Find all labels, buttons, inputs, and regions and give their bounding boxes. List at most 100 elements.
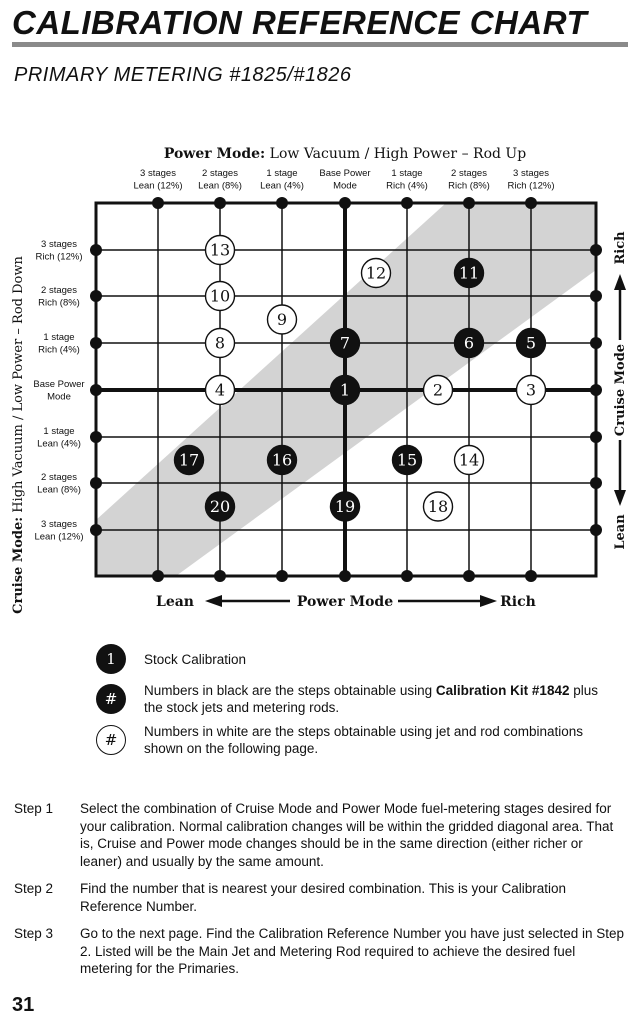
- page-subtitle: PRIMARY METERING #1825/#1826: [14, 64, 352, 86]
- grid-dot: [90, 290, 102, 302]
- legend-white-row: # Numbers in white are the steps obtaina…: [96, 723, 614, 757]
- grid-dot: [590, 244, 602, 256]
- grid-dot: [214, 570, 226, 582]
- axis-lean-label: Lean: [156, 594, 194, 610]
- legend-black-text: Numbers in black are the steps obtainabl…: [144, 682, 614, 716]
- grid-dot: [590, 477, 602, 489]
- calibration-point-label: 18: [428, 497, 448, 516]
- calibration-point-circle: [173, 444, 205, 476]
- calibration-point-label: 3: [526, 381, 536, 400]
- calibration-point-circle: [422, 374, 454, 406]
- calibration-point-circle: [453, 257, 485, 289]
- calibration-point-circle: [204, 280, 236, 312]
- legend-kit-name: Calibration Kit #1842: [435, 683, 570, 698]
- calibration-point-20: 20: [204, 491, 236, 522]
- power-mode-top-label: Power Mode: Low Vacuum / High Power – Ro…: [164, 146, 526, 162]
- step-label: Step 2: [14, 881, 54, 896]
- grid-dot: [339, 570, 351, 582]
- step-text: Find the number that is nearest your des…: [80, 881, 566, 914]
- arrow-left-icon: [205, 595, 222, 607]
- calibration-point-label: 10: [210, 287, 230, 306]
- legend-white-text: Numbers in white are the steps obtainabl…: [144, 724, 584, 756]
- calibration-point-circle: [422, 491, 454, 522]
- step-text: Select the combination of Cruise Mode an…: [80, 801, 614, 869]
- axis-rich-vertical-label: Rich: [613, 231, 628, 265]
- grid-dot: [90, 384, 102, 396]
- grid-dot: [152, 197, 164, 209]
- calibration-point-label: 4: [215, 381, 225, 400]
- calibration-point-11: 11: [453, 257, 485, 289]
- calibration-point-circle: [329, 374, 361, 406]
- legend-black-text-post: plus the stock jets and metering rods.: [144, 683, 598, 715]
- calibration-point-label: 1: [340, 381, 350, 400]
- grid-dot: [276, 197, 288, 209]
- calibration-point-7: 7: [329, 327, 361, 359]
- calibration-point-label: 17: [179, 451, 199, 470]
- calibration-point-label: 11: [459, 264, 479, 283]
- calibration-point-circle: [515, 374, 547, 406]
- axis-cruise-mode-label: Cruise Mode: [613, 344, 628, 436]
- axis-lean-vertical-label: Lean: [613, 514, 628, 550]
- legend-black-row: # Numbers in black are the steps obtaina…: [96, 682, 614, 716]
- grid-dot: [590, 524, 602, 536]
- black-number-badge: #: [96, 684, 126, 714]
- calibration-point-circle: [453, 327, 485, 359]
- calibration-point-19: 19: [329, 491, 361, 522]
- calibration-point-circle: [204, 374, 236, 406]
- grid-dot: [590, 337, 602, 349]
- grid-dot: [590, 384, 602, 396]
- calibration-point-circle: [515, 327, 547, 359]
- grid-dot: [152, 570, 164, 582]
- grid-dot: [339, 197, 351, 209]
- calibration-point-6: 6: [453, 327, 485, 359]
- page-title: CALIBRATION REFERENCE CHART: [12, 4, 588, 41]
- calibration-point-label: 7: [340, 334, 350, 353]
- grid-dot: [90, 337, 102, 349]
- grid-edge-dots: [90, 197, 602, 582]
- legend-stock-row: 1 Stock Calibration: [96, 644, 614, 674]
- calibration-point-circle: [204, 491, 236, 522]
- grid-dot: [463, 197, 475, 209]
- grid-dot: [401, 197, 413, 209]
- calibration-point-label: 9: [277, 310, 287, 329]
- calibration-point-circle: [204, 234, 236, 266]
- calibration-point-4: 4: [204, 374, 236, 406]
- arrow-down-icon: [614, 490, 626, 506]
- axis-rich-label: Rich: [500, 594, 536, 610]
- calibration-point-10: 10: [204, 280, 236, 312]
- grid-dot: [525, 197, 537, 209]
- calibration-point-16: 16: [266, 444, 298, 476]
- grid-dot: [90, 477, 102, 489]
- calibration-point-circle: [204, 327, 236, 359]
- instructions: Step 1 Select the combination of Cruise …: [14, 800, 626, 988]
- calibration-point-8: 8: [204, 327, 236, 359]
- grid-dot: [590, 290, 602, 302]
- grid-dot: [276, 570, 288, 582]
- calibration-point-circle: [360, 257, 392, 289]
- arrow-right-icon: [480, 595, 497, 607]
- cruise-mode-title: Cruise Mode: High Vacuum / Low Power – R…: [11, 256, 26, 614]
- legend-black-text-pre: Numbers in black are the steps obtainabl…: [144, 683, 436, 698]
- calibration-point-label: 13: [210, 241, 230, 260]
- cruise-mode-left-label: Cruise Mode: High Vacuum / Low Power – R…: [11, 256, 26, 614]
- calibration-point-circle: [391, 444, 423, 476]
- grid-dot: [401, 570, 413, 582]
- calibration-point-17: 17: [173, 444, 205, 476]
- page-number: 31: [12, 994, 35, 1016]
- stock-calibration-badge: 1: [96, 644, 126, 674]
